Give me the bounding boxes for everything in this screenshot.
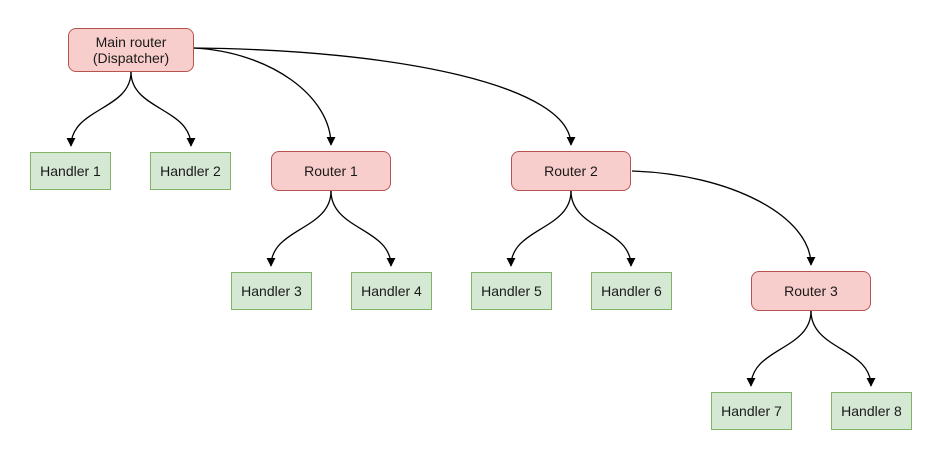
node-label-handler-6: Handler 6 <box>601 283 662 299</box>
node-label-handler-4: Handler 4 <box>361 283 422 299</box>
edge-router-1-to-handler-4 <box>330 190 396 267</box>
node-label-handler-2: Handler 2 <box>160 163 221 179</box>
node-label-handler-8: Handler 8 <box>841 403 902 419</box>
edge-router-1-to-handler-3 <box>266 190 332 267</box>
node-handler-8[interactable]: Handler 8 <box>831 392 912 430</box>
node-router-1[interactable]: Router 1 <box>271 151 391 191</box>
node-handler-6[interactable]: Handler 6 <box>591 272 672 310</box>
node-label-router-1: Router 1 <box>304 163 358 179</box>
node-handler-7[interactable]: Handler 7 <box>711 392 792 430</box>
node-handler-4[interactable]: Handler 4 <box>351 272 432 310</box>
edge-router-3-to-handler-7 <box>746 310 812 387</box>
edge-main-to-handler-2 <box>130 71 196 147</box>
node-handler-1[interactable]: Handler 1 <box>30 152 111 190</box>
node-handler-5[interactable]: Handler 5 <box>471 272 552 310</box>
node-label-router-3: Router 3 <box>784 283 838 299</box>
edge-router-2-to-handler-6 <box>570 190 636 267</box>
node-handler-2[interactable]: Handler 2 <box>150 152 231 190</box>
node-label-router-2: Router 2 <box>544 163 598 179</box>
edge-router-2-to-handler-5 <box>506 190 572 267</box>
edge-main-to-router-2 <box>193 47 576 146</box>
node-label-handler-3: Handler 3 <box>241 283 302 299</box>
node-main-router[interactable]: Main router (Dispatcher) <box>68 28 194 72</box>
edge-main-to-router-1 <box>193 47 336 146</box>
edge-group <box>66 47 876 387</box>
node-label-handler-7: Handler 7 <box>721 403 782 419</box>
edge-router-3-to-handler-8 <box>810 310 876 387</box>
edge-main-to-handler-1 <box>66 71 132 147</box>
node-label-main-router: Main router (Dispatcher) <box>92 34 170 66</box>
node-handler-3[interactable]: Handler 3 <box>231 272 312 310</box>
edge-router-2-to-router-3 <box>631 170 816 266</box>
node-router-2[interactable]: Router 2 <box>511 151 631 191</box>
node-label-handler-1: Handler 1 <box>40 163 101 179</box>
node-router-3[interactable]: Router 3 <box>751 271 871 311</box>
node-label-handler-5: Handler 5 <box>481 283 542 299</box>
